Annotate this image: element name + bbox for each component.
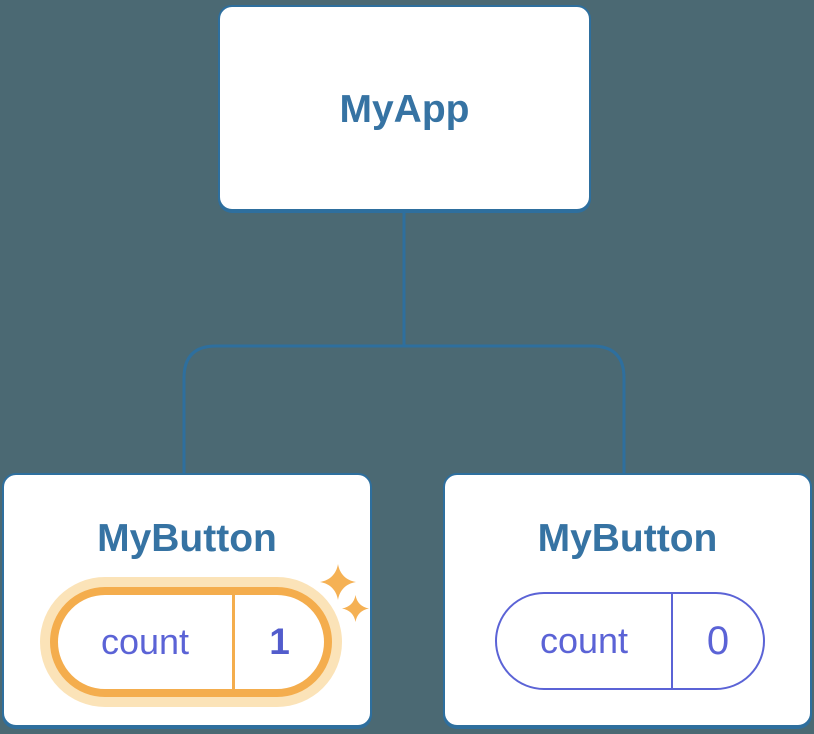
state-value: 1 <box>269 621 290 662</box>
pill-divider <box>671 594 673 688</box>
state-pill: count 0 <box>495 592 765 690</box>
state-key-label: count <box>100 621 190 662</box>
node-myapp: MyApp <box>218 5 591 211</box>
connector-branch-bracket <box>182 344 626 474</box>
state-key-label: count <box>539 620 629 661</box>
node-mybutton-2-label: MyButton <box>537 517 718 560</box>
node-mybutton-plain: MyButton count 0 <box>443 473 812 727</box>
pill-divider <box>232 595 235 689</box>
node-mybutton-1-label: MyButton <box>97 517 277 560</box>
state-pill-highlighted: count 1 <box>50 587 332 697</box>
sparkle-icon <box>320 564 356 600</box>
node-mybutton-highlighted: MyButton count 1 <box>2 473 372 727</box>
sparkle-icon <box>342 595 369 622</box>
state-value: 0 <box>706 618 730 663</box>
node-myapp-label: MyApp <box>339 88 470 131</box>
